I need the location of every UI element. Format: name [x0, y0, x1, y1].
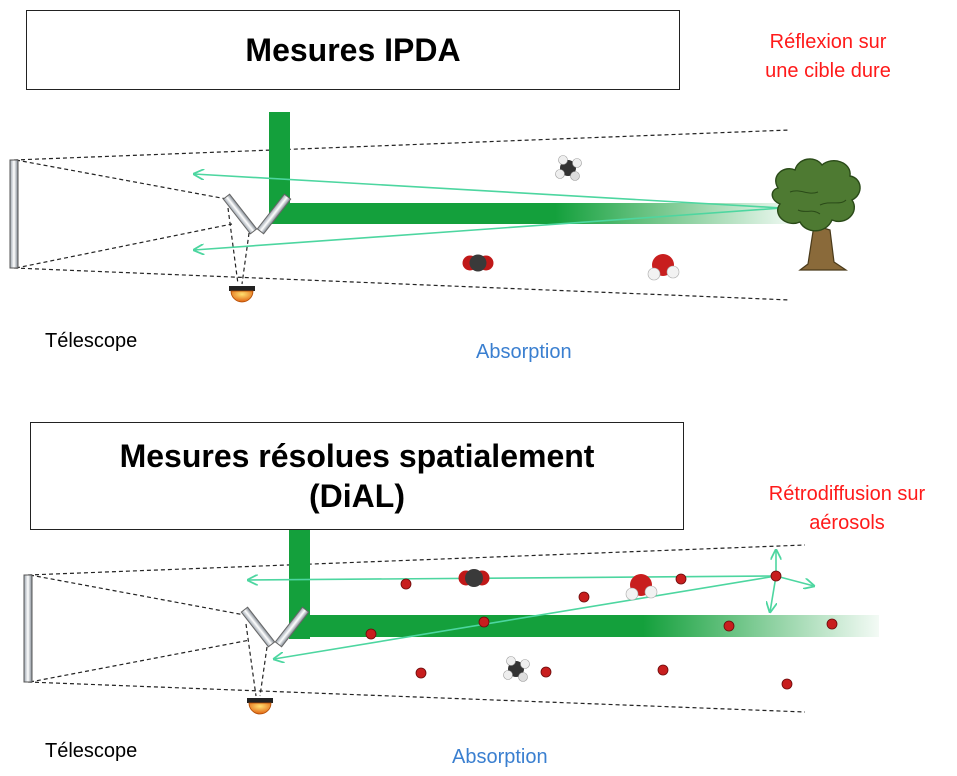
target-label-line1: Réflexion sur [769, 31, 887, 53]
aerosol-particle-icon [675, 573, 687, 585]
aerosol-particle-icon [478, 616, 490, 628]
water-molecule-icon [647, 254, 680, 281]
panel-title-dial: Mesures résolues spatialement (DiAL) [30, 422, 684, 530]
aerosol-particle-icon [826, 618, 838, 630]
return-ray [274, 575, 777, 659]
water-molecule-icon [625, 574, 658, 601]
aerosol-particle-icon [365, 628, 377, 640]
fov-line [13, 129, 791, 161]
target-label-line2: aérosols [809, 512, 885, 534]
panel-title-ipda: Mesures IPDA [26, 10, 680, 90]
return-ray [248, 576, 777, 580]
co2-molecule-icon [458, 569, 490, 587]
co2-molecule-icon [462, 254, 494, 272]
detector-icon [247, 698, 273, 715]
beam-splitter-icon [240, 606, 310, 648]
methane-molecule-icon [503, 656, 530, 682]
telescope-mirror-icon [23, 574, 33, 683]
aerosol-particles [365, 570, 838, 690]
methane-molecule-icon [555, 155, 582, 181]
target-label-dial: Rétrodiffusion sur aérosols [738, 480, 956, 538]
aerosol-particle-icon [723, 620, 735, 632]
aerosol-particle-icon [415, 667, 427, 679]
aerosol-particle-icon [578, 591, 590, 603]
panel-dial [23, 530, 879, 715]
telescope-label-dial: Télescope [45, 740, 138, 762]
aerosol-particle-icon [400, 578, 412, 590]
panel-title-line2: (DiAL) [309, 478, 405, 514]
panel-title-text: Mesures IPDA [245, 31, 461, 68]
target-label-ipda: Réflexion sur une cible dure [733, 28, 923, 86]
panel-ipda [9, 112, 861, 303]
beam-splitter-icon [222, 193, 292, 235]
target-label-line2: une cible dure [765, 60, 891, 82]
focus-line [227, 207, 239, 285]
focus-line [245, 623, 257, 697]
absorption-label-dial: Absorption [452, 746, 548, 768]
focus-line [29, 574, 251, 617]
aerosol-particle-icon [781, 678, 793, 690]
scatter-ray [775, 575, 814, 586]
tree-icon [771, 158, 861, 271]
fov-line [27, 681, 806, 713]
aerosol-particle-icon [770, 570, 782, 582]
target-label-line1: Rétrodiffusion sur [768, 483, 926, 505]
focus-line [29, 639, 251, 683]
aerosol-particle-icon [540, 666, 552, 678]
absorption-label-ipda: Absorption [476, 341, 572, 363]
focus-line [15, 223, 233, 269]
fov-line [13, 267, 791, 301]
focus-line [241, 225, 251, 285]
return-ray [194, 207, 783, 250]
scatter-ray [770, 575, 776, 612]
laser-beam [269, 203, 789, 224]
focus-line [259, 639, 269, 697]
telescope-label-ipda: Télescope [45, 330, 138, 352]
focus-line [15, 159, 233, 201]
fov-line [27, 544, 806, 576]
return-ray [194, 174, 783, 209]
panel-title-line1: Mesures résolues spatialement [119, 438, 595, 474]
telescope-mirror-icon [9, 159, 19, 269]
detector-icon [229, 286, 255, 303]
laser-beam [289, 615, 879, 637]
aerosol-particle-icon [657, 664, 669, 676]
